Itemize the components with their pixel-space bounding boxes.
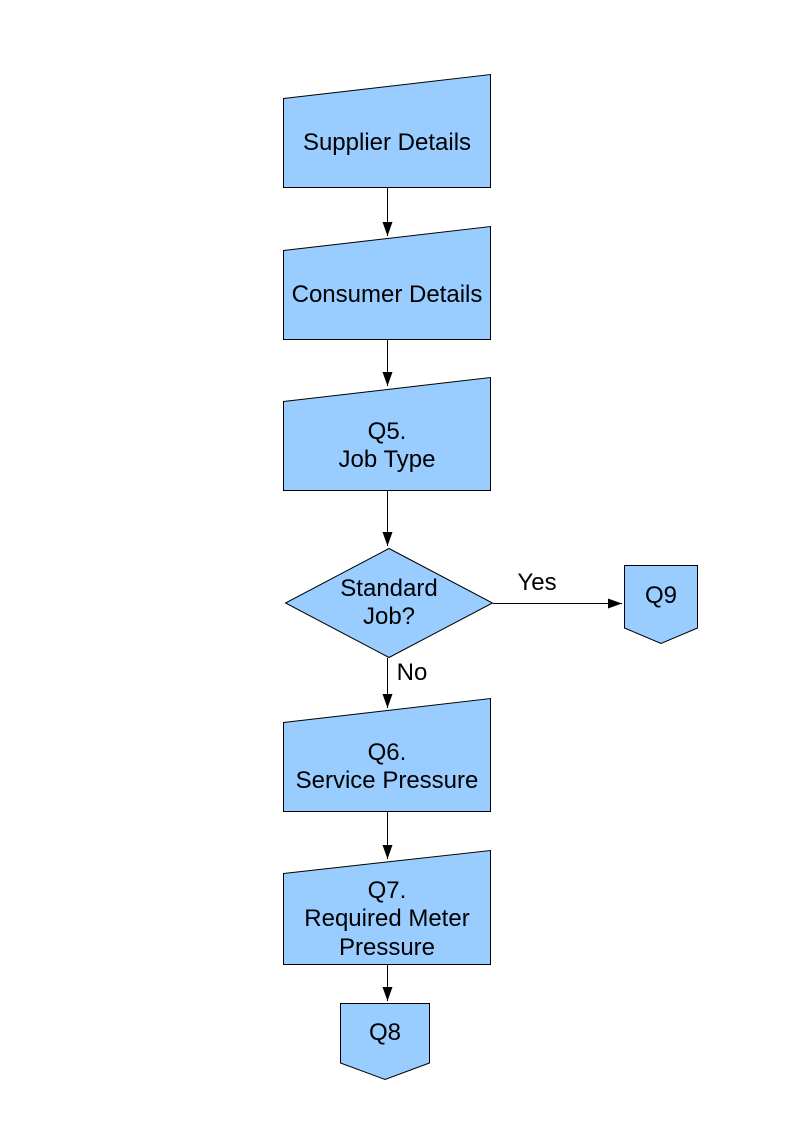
- manual-input-outline: [283, 376, 491, 491]
- edge-label-yes: Yes: [517, 569, 557, 596]
- node-supplier-details: Supplier Details: [283, 73, 491, 188]
- node-label: Q8: [368, 1019, 401, 1047]
- manual-input-outline: [283, 849, 491, 965]
- node-standard-job-decision: Standard Job?: [284, 547, 494, 659]
- manual-input-outline: [283, 73, 491, 188]
- node-label: Supplier Details: [302, 128, 472, 156]
- node-label: Q9: [644, 582, 677, 610]
- off-page-connector-outline: [340, 1003, 430, 1081]
- node-label: Q5. Job Type: [338, 417, 436, 473]
- off-page-connector-shape: [624, 565, 698, 645]
- manual-input-shape: [283, 73, 491, 188]
- node-label: Standard Job?: [340, 574, 438, 630]
- decision-diamond-outline: [284, 547, 494, 659]
- decision-diamond-shape: [284, 547, 494, 659]
- manual-input-outline: [283, 225, 491, 340]
- node-q8-connector: Q8: [340, 1003, 430, 1081]
- node-label: Q6. Service Pressure: [295, 738, 479, 794]
- manual-input-shape: [283, 225, 491, 340]
- manual-input-outline: [283, 697, 491, 812]
- edge-label-no: No: [396, 659, 428, 686]
- manual-input-shape: [283, 697, 491, 812]
- node-q5-job-type: Q5. Job Type: [283, 376, 491, 491]
- node-consumer-details: Consumer Details: [283, 225, 491, 340]
- off-page-connector-outline: [624, 565, 698, 645]
- node-q6-service-pressure: Q6. Service Pressure: [283, 697, 491, 812]
- node-label: Consumer Details: [291, 280, 483, 308]
- off-page-connector-shape: [340, 1003, 430, 1081]
- manual-input-shape: [283, 376, 491, 491]
- node-q7-required-meter-pressure: Q7. Required Meter Pressure: [283, 849, 491, 965]
- manual-input-shape: [283, 849, 491, 965]
- node-q9-connector: Q9: [624, 565, 698, 645]
- node-label: Q7. Required Meter Pressure: [304, 877, 470, 961]
